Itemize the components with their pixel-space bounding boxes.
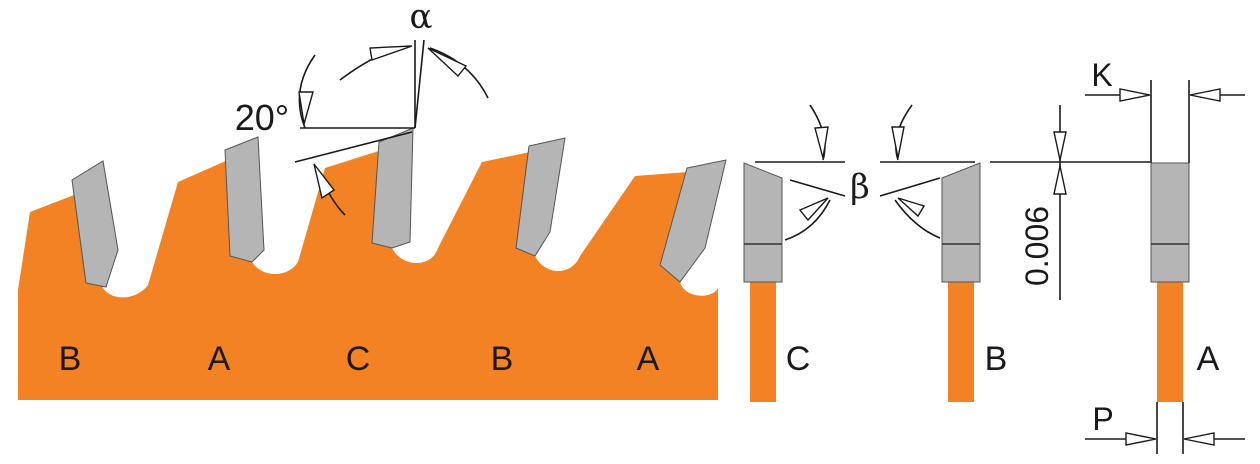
height-dimension: 0.006	[990, 105, 1150, 300]
tooth-5	[659, 159, 727, 283]
blade-label-2: A	[208, 340, 231, 378]
profile-b: B	[941, 162, 1008, 402]
beta-symbol: β	[850, 167, 870, 207]
tooth-2	[224, 136, 265, 263]
p-dimension: P	[1085, 401, 1245, 454]
p-label: P	[1092, 401, 1113, 437]
beta-annotation: β	[755, 104, 975, 241]
alpha-symbol: α	[410, 0, 433, 37]
profile-c-label: C	[786, 340, 811, 378]
profile-c: C	[743, 162, 811, 402]
profile-b-label: B	[985, 340, 1008, 378]
profile-a: A	[1150, 162, 1220, 402]
hook-angle-label: 20°	[235, 97, 289, 138]
hook-angle-annotation: 20°	[235, 54, 415, 216]
blade-label-1: B	[59, 340, 82, 378]
profile-a-label: A	[1197, 340, 1220, 378]
k-dimension: K	[1085, 57, 1245, 163]
alpha-annotation: α	[339, 0, 489, 129]
k-label: K	[1091, 57, 1112, 93]
blade-body	[18, 150, 718, 400]
blade-label-5: A	[637, 340, 660, 378]
tooth-1	[71, 160, 119, 288]
tooth-3	[371, 127, 414, 249]
blade-label-4: B	[491, 340, 514, 378]
tooth-4	[515, 137, 566, 257]
blade-label-3: C	[346, 340, 371, 378]
height-value: 0.006	[1019, 206, 1055, 286]
